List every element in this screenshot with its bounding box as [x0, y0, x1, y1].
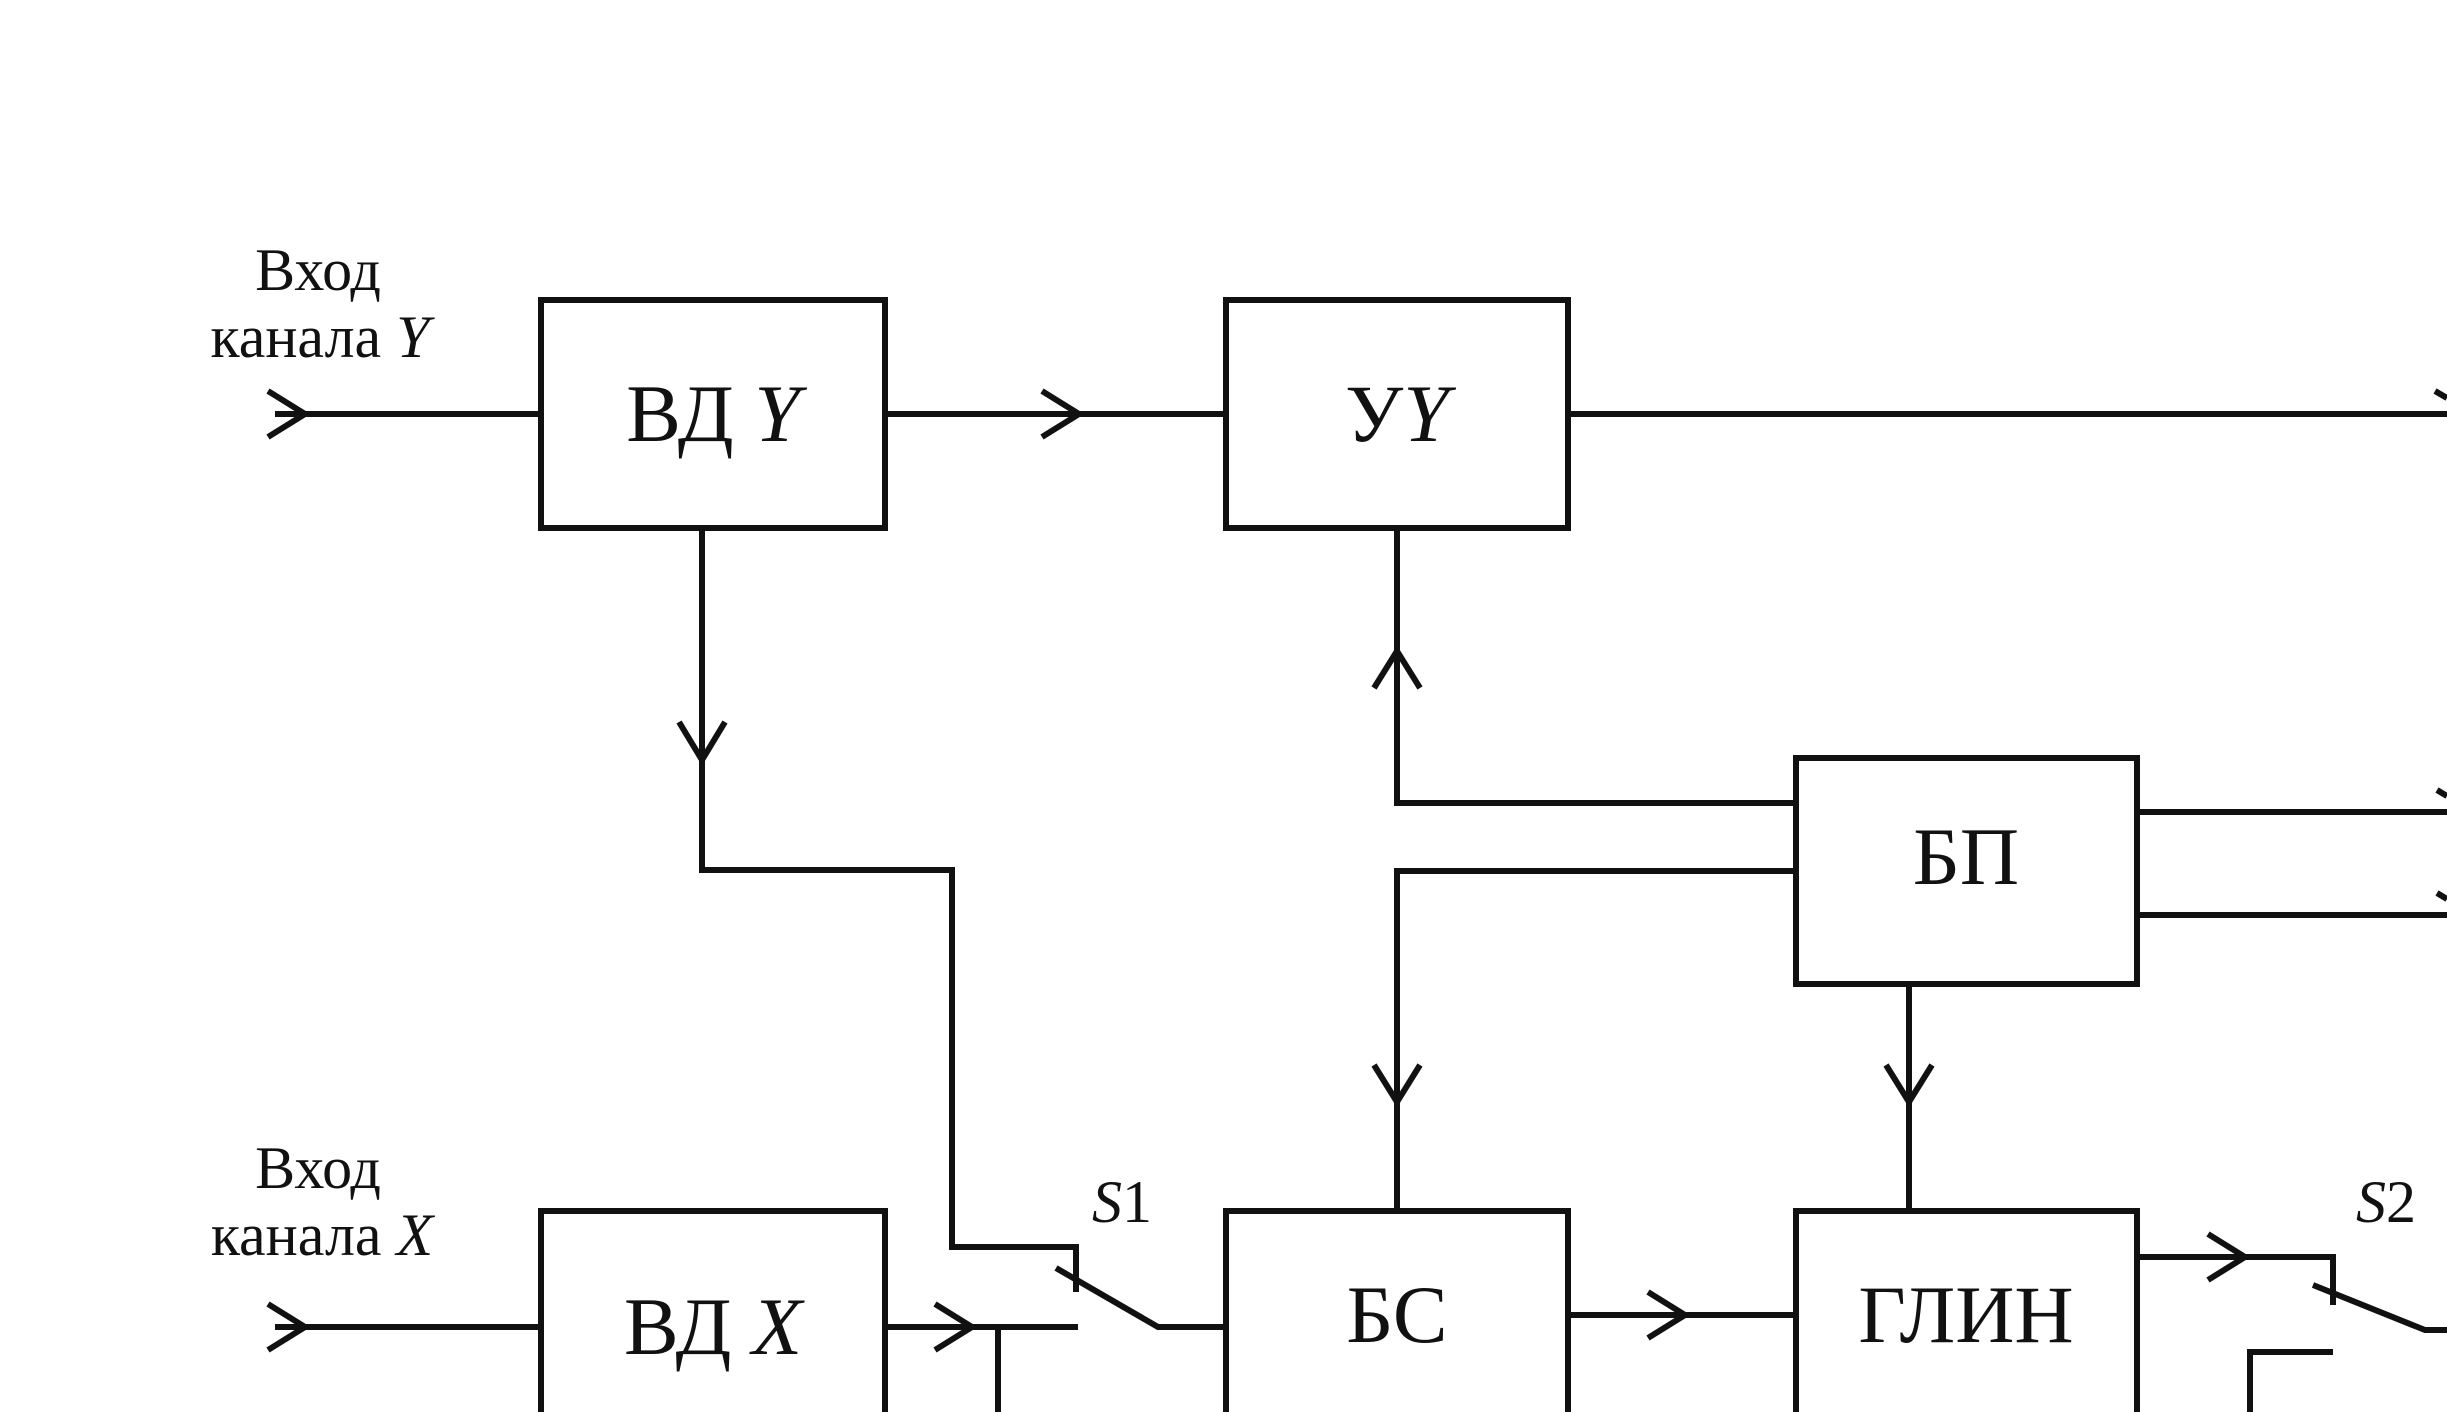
svg-text:ВД X: ВД X — [624, 1281, 805, 1372]
block-bp-name: БП — [1913, 811, 2019, 902]
wire-bp-to-bs — [1394, 868, 1796, 1211]
arrow-input-y — [266, 388, 311, 440]
switch-s2-number: 2 — [2386, 1169, 2416, 1235]
svg-text:ВД Y: ВД Y — [626, 368, 807, 459]
block-uy-frame — [1223, 297, 1571, 531]
arrow-uy-output — [2433, 388, 2447, 401]
block-vd-y-name: ВД — [626, 368, 734, 459]
block-vd-x-name: ВД — [624, 1281, 732, 1372]
block-glin-frame — [1793, 1208, 2140, 1412]
block-vd-x-var: X — [749, 1281, 805, 1372]
wire-glin-to-s2 — [2137, 1254, 2336, 1305]
switch-s1-letter: S — [1092, 1169, 1122, 1235]
arrow-vdy-down — [676, 720, 728, 766]
input-y-line2: канала — [210, 304, 381, 370]
input-label-x: Вход канала X — [211, 1135, 436, 1268]
svg-text:S1: S1 — [1092, 1169, 1152, 1235]
switch-s2-letter: S — [2356, 1169, 2386, 1235]
arrow-vdx-to-s1 — [933, 1301, 978, 1353]
block-glin: ГЛИН — [1793, 1208, 2140, 1412]
block-bs-frame — [1223, 1208, 1571, 1412]
block-bp: БП — [1793, 755, 2140, 987]
switch-s1-number: 1 — [1122, 1169, 1152, 1235]
input-x-var: X — [395, 1202, 436, 1268]
arrowheads — [266, 388, 2447, 1353]
wire-lower-right — [2247, 1349, 2333, 1412]
block-vd-y-var: Y — [754, 368, 807, 459]
switch-s2: S2 — [2356, 1169, 2416, 1235]
svg-text:канала X: канала X — [211, 1202, 436, 1268]
arrow-bp-to-glin — [1883, 1063, 1935, 1108]
block-vd-y: ВД Y — [538, 297, 888, 531]
arrow-glin-to-s2 — [2206, 1231, 2251, 1283]
svg-text:S2: S2 — [2356, 1169, 2416, 1235]
block-vd-x: ВД X — [538, 1208, 888, 1412]
input-x-line1: Вход — [255, 1135, 381, 1201]
wire-bp-to-uy — [1394, 528, 1796, 806]
arrow-bp-to-uy — [1371, 645, 1423, 690]
arrow-bp-output-2 — [2435, 890, 2447, 902]
block-bp-frame — [1793, 755, 2140, 987]
input-x-line2: канала — [211, 1202, 382, 1268]
block-bs: БС — [1223, 1208, 1571, 1412]
svg-text:УY: УY — [1345, 368, 1456, 459]
arrow-bp-output-1 — [2435, 787, 2447, 799]
block-vd-y-frame — [538, 297, 888, 531]
wire-vdy-to-s1 — [699, 528, 1079, 1292]
arrow-vdy-to-uy — [1040, 388, 1085, 440]
input-y-line1: Вход — [255, 237, 381, 303]
block-vd-x-frame — [538, 1208, 888, 1412]
input-y-var: Y — [396, 304, 435, 370]
switch-s1: S1 — [1092, 1169, 1152, 1235]
block-bs-name: БС — [1346, 1269, 1447, 1360]
arrow-bp-to-bs — [1371, 1063, 1423, 1108]
input-label-y: Вход канала Y — [210, 237, 435, 370]
switch-s2-blade — [2311, 1282, 2447, 1333]
block-uy-name: У — [1345, 368, 1404, 459]
block-glin-name: ГЛИН — [1858, 1269, 2073, 1360]
arrow-input-x — [266, 1301, 311, 1353]
svg-text:канала Y: канала Y — [210, 304, 435, 370]
block-uy: УY — [1223, 297, 1571, 531]
switch-s1-blade — [1054, 1265, 1226, 1330]
block-uy-var: Y — [1403, 368, 1456, 459]
arrow-bs-to-glin — [1646, 1289, 1691, 1341]
